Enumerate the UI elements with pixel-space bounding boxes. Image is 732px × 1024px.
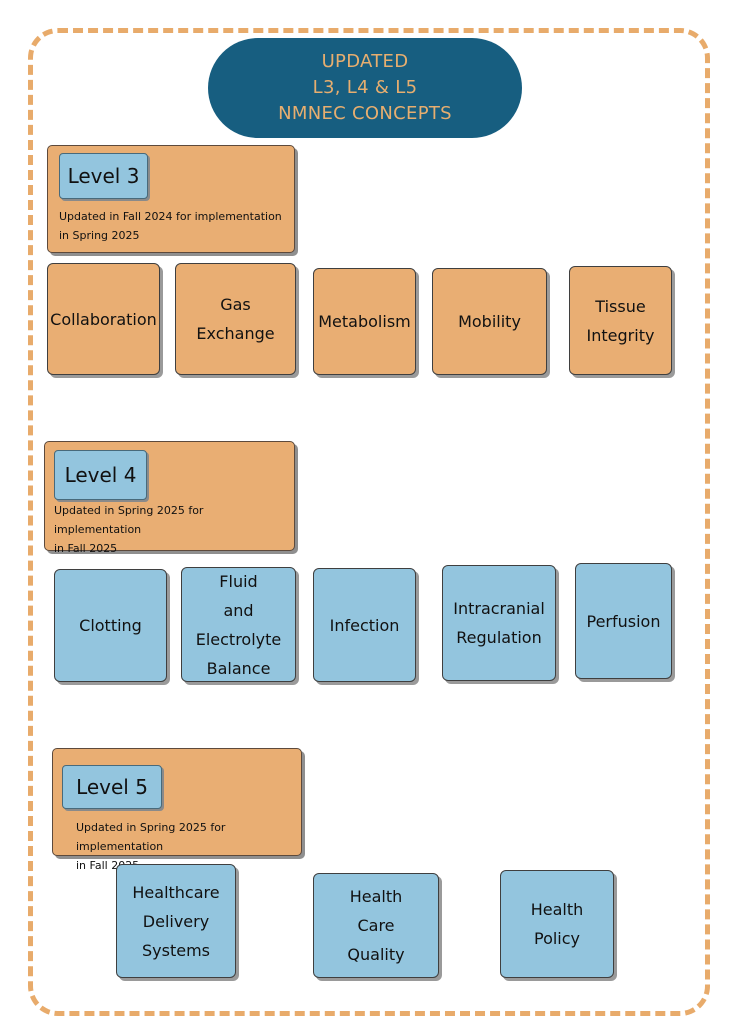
concept-card-fluid-electrolyte-balance: Fluid and Electrolyte Balance bbox=[181, 567, 296, 682]
concept-line: Electrolyte bbox=[195, 629, 282, 649]
concept-line: Health bbox=[530, 900, 584, 919]
concept-card-gas-exchange: Gas Exchange bbox=[175, 263, 296, 375]
level-3-note-line-2: in Spring 2025 bbox=[59, 229, 140, 242]
level-4-note-line-1: Updated in Spring 2025 for implementatio… bbox=[54, 504, 204, 536]
title-line-1: UPDATED bbox=[321, 51, 409, 72]
concept-line: Exchange bbox=[196, 324, 275, 343]
concept-card-healthcare-delivery-systems: Healthcare Delivery Systems bbox=[116, 864, 236, 978]
concept-line: Intracranial bbox=[453, 599, 545, 618]
concept-line: Integrity bbox=[586, 325, 655, 345]
concept-line: Healthcare bbox=[132, 882, 220, 902]
concept-line: Quality bbox=[347, 945, 405, 964]
level-3-label: Level 3 bbox=[59, 153, 148, 199]
title-line-2: L3, L4 & L5 bbox=[312, 77, 418, 98]
concept-line: Perfusion bbox=[586, 611, 661, 631]
concept-card-metabolism: Metabolism bbox=[313, 268, 416, 375]
concept-line: and bbox=[223, 600, 254, 620]
concept-line: Delivery bbox=[142, 911, 210, 931]
level-3-note-line-1: Updated in Fall 2024 for implementation bbox=[59, 210, 282, 223]
level-5-label: Level 5 bbox=[62, 765, 162, 809]
concept-line: Clotting bbox=[79, 616, 142, 635]
concept-line: Mobility bbox=[458, 312, 521, 331]
concept-card-clotting: Clotting bbox=[54, 569, 167, 682]
level-5-note-line-1: Updated in Spring 2025 for implementatio… bbox=[76, 821, 226, 853]
level-4-note-line-2: in Fall 2025 bbox=[54, 542, 118, 555]
level-4-label: Level 4 bbox=[54, 450, 147, 500]
level-4-note: Updated in Spring 2025 for implementatio… bbox=[54, 501, 292, 558]
concept-card-tissue-integrity: Tissue Integrity bbox=[569, 266, 672, 375]
title-banner: UPDATED L3, L4 & L5 NMNEC CONCEPTS bbox=[208, 38, 522, 138]
concept-card-perfusion: Perfusion bbox=[575, 563, 672, 679]
level-3-note: Updated in Fall 2024 for implementation … bbox=[59, 207, 291, 245]
concept-line: Fluid bbox=[219, 571, 258, 591]
concept-line: Collaboration bbox=[50, 309, 157, 329]
concept-line: Tissue bbox=[595, 296, 646, 316]
concept-line: Infection bbox=[329, 615, 400, 635]
concept-line: Systems bbox=[142, 940, 210, 960]
concept-line: Metabolism bbox=[318, 312, 411, 331]
concept-line: Health bbox=[349, 887, 403, 906]
level-3-panel bbox=[47, 145, 295, 253]
concept-line: Gas bbox=[220, 295, 251, 314]
concept-card-collaboration: Collaboration bbox=[47, 263, 160, 375]
concept-card-health-policy: Health Policy bbox=[500, 870, 614, 978]
concept-line: Regulation bbox=[456, 628, 542, 647]
concept-card-health-care-quality: Health Care Quality bbox=[313, 873, 439, 978]
concept-card-mobility: Mobility bbox=[432, 268, 547, 375]
dashed-frame bbox=[28, 28, 710, 1016]
concept-line: Policy bbox=[533, 929, 581, 948]
concept-card-intracranial-regulation: Intracranial Regulation bbox=[442, 565, 556, 681]
concept-card-infection: Infection bbox=[313, 568, 416, 682]
concept-line: Balance bbox=[206, 658, 271, 678]
level-5-note: Updated in Spring 2025 for implementatio… bbox=[76, 818, 312, 875]
concept-line: Care bbox=[357, 916, 395, 935]
title-line-3: NMNEC CONCEPTS bbox=[278, 103, 452, 124]
